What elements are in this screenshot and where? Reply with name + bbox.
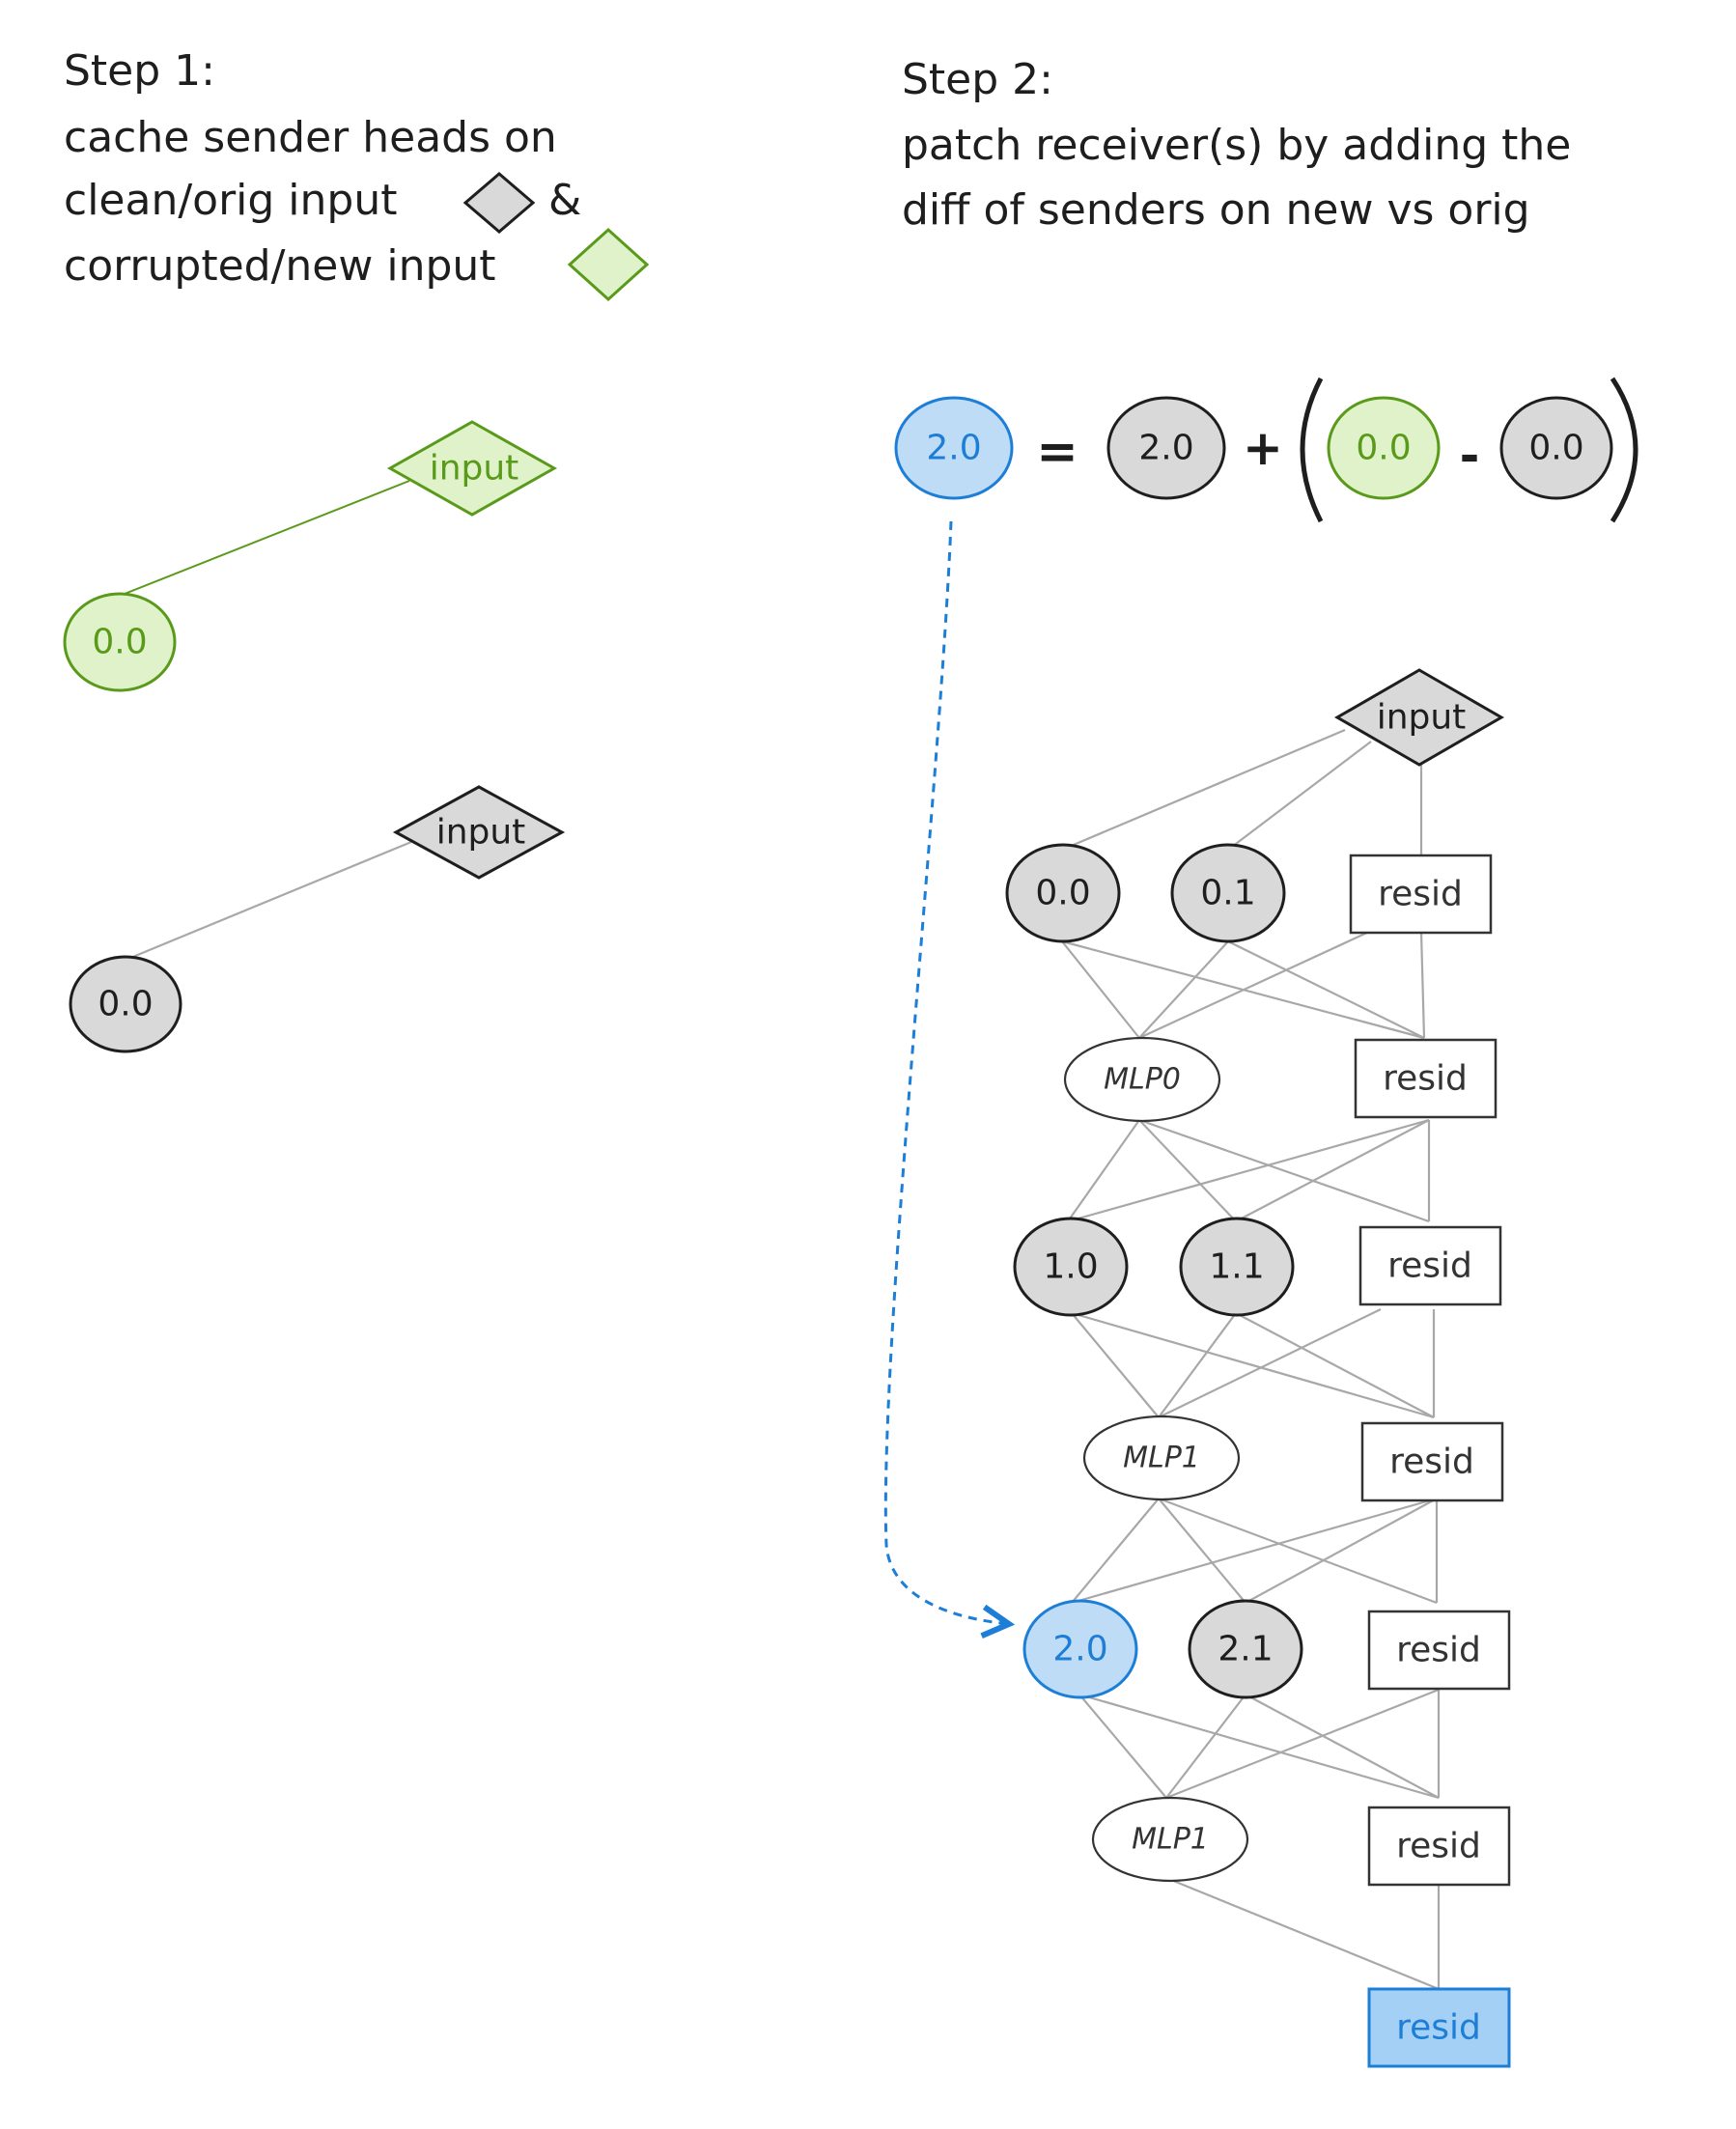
green-head-label: 0.0 — [92, 623, 147, 662]
step1-gray-graph: input 0.0 — [69, 785, 566, 1053]
network-input-label: input — [1377, 698, 1467, 738]
head-2-0-label: 2.0 — [1052, 1630, 1107, 1669]
mlp1-node — [1082, 1415, 1241, 1501]
step1-description: Step 1: cache sender heads on clean/orig… — [64, 46, 650, 302]
resid-mlp1-label: resid — [1389, 1443, 1474, 1482]
head-2-1-label: 2.1 — [1218, 1630, 1273, 1669]
minus-sign: - — [1460, 428, 1480, 484]
plus-sign: + — [1243, 420, 1283, 476]
right-parenthesis — [1610, 377, 1638, 523]
resid-mlp0 — [1354, 1038, 1498, 1119]
step1-line3: corrupted/new input — [64, 241, 496, 291]
step2-line2: diff of senders on new vs orig — [902, 185, 1530, 235]
network-input-node — [1333, 668, 1505, 767]
equation-result-head — [894, 396, 1014, 500]
head-0-1-label: 0.1 — [1200, 874, 1255, 913]
step1-line1: cache sender heads on — [64, 113, 557, 162]
head-1-1 — [1179, 1217, 1295, 1317]
head-0-1 — [1170, 843, 1286, 943]
final-resid — [1367, 1987, 1511, 2068]
gray-head-label: 0.0 — [98, 985, 153, 1024]
resid-layer0 — [1349, 854, 1493, 935]
step2-description: Step 2: patch receiver(s) by adding the … — [902, 55, 1571, 235]
resid-mlp1 — [1360, 1421, 1504, 1502]
resid-layer1-label: resid — [1387, 1247, 1472, 1286]
equation-result-label: 2.0 — [926, 429, 981, 468]
gray-input-label: input — [436, 813, 526, 853]
corrupted-input-legend-diamond — [567, 227, 650, 302]
mlp2-node — [1091, 1796, 1249, 1883]
head-1-1-label: 1.1 — [1209, 1247, 1264, 1287]
equation-base-label: 2.0 — [1138, 429, 1193, 468]
equation-new-sender-label: 0.0 — [1356, 429, 1411, 468]
patch-equation: 2.0 = 2.0 + 0.0 - 0.0 — [894, 377, 1638, 523]
green-input-node — [386, 420, 558, 517]
resid-mlp2 — [1367, 1806, 1511, 1887]
final-resid-label: resid — [1396, 2008, 1481, 2048]
equation-orig-sender-label: 0.0 — [1528, 429, 1583, 468]
mlp0-label: MLP0 — [1104, 1063, 1181, 1097]
gray-input-node — [392, 785, 566, 880]
network-edges — [1061, 728, 1441, 1991]
clean-input-legend-diamond — [462, 172, 536, 234]
resid-mlp0-label: resid — [1383, 1059, 1468, 1099]
gray-head-node — [69, 955, 182, 1053]
head-2-1 — [1188, 1599, 1303, 1699]
resid-layer0-label: resid — [1378, 875, 1463, 914]
step2-line1: patch receiver(s) by adding the — [902, 121, 1571, 170]
equation-orig-sender-head — [1499, 396, 1613, 500]
head-0-0-label: 0.0 — [1035, 874, 1090, 913]
head-1-0 — [1013, 1217, 1129, 1317]
step1-line2: clean/orig input — [64, 176, 398, 225]
head-1-0-label: 1.0 — [1043, 1247, 1098, 1287]
green-edge — [119, 480, 410, 597]
step1-title: Step 1: — [64, 46, 215, 96]
step1-line2-suffix: & — [548, 176, 581, 225]
equals-sign: = — [1036, 423, 1078, 481]
resid-layer2-label: resid — [1396, 1631, 1481, 1670]
resid-layer2 — [1367, 1610, 1511, 1691]
mlp1-label: MLP1 — [1123, 1442, 1200, 1475]
equation-base-head — [1106, 396, 1226, 500]
resid-layer1 — [1358, 1225, 1502, 1306]
mlp2-label: MLP1 — [1132, 1823, 1209, 1857]
mlp0-node — [1063, 1036, 1221, 1123]
step2-title: Step 2: — [902, 55, 1053, 104]
head-2-0-receiver — [1022, 1599, 1138, 1699]
gray-edge — [123, 840, 412, 963]
green-head-node — [63, 592, 177, 692]
head-0-0 — [1005, 843, 1121, 943]
green-input-label: input — [430, 449, 519, 489]
resid-mlp2-label: resid — [1396, 1827, 1481, 1866]
step1-green-graph: input 0.0 — [63, 420, 558, 692]
patch-arrow — [883, 520, 1009, 1624]
equation-new-sender-head — [1327, 396, 1441, 500]
left-parenthesis — [1300, 377, 1324, 523]
